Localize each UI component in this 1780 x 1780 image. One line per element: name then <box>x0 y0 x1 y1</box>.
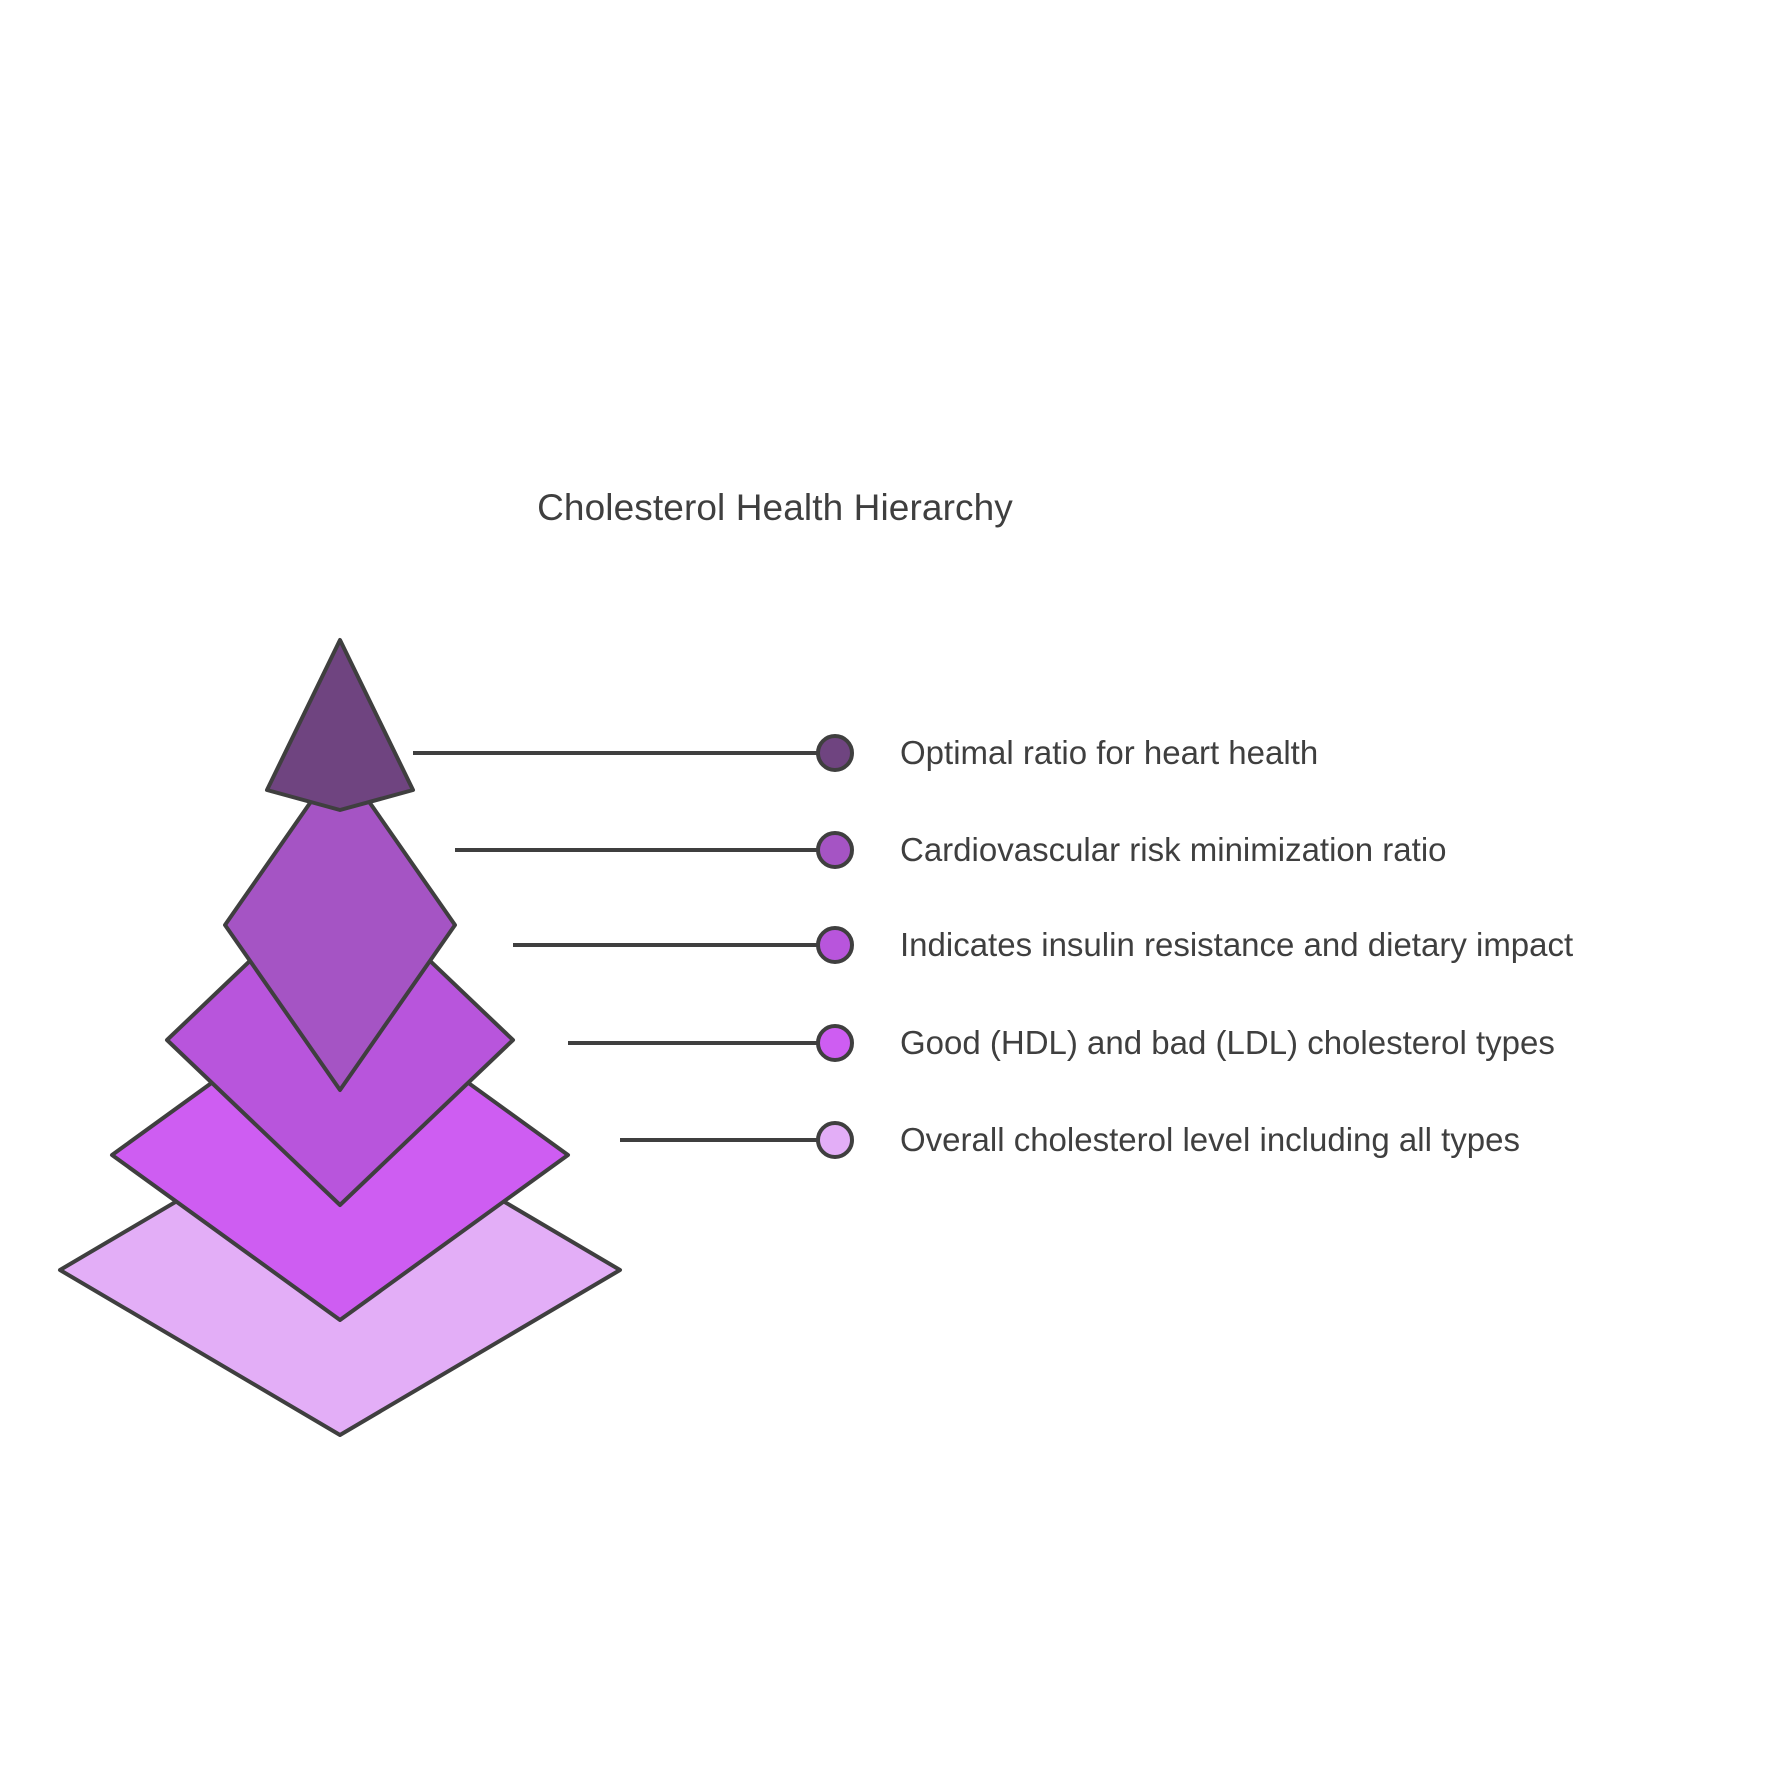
marker-dot-0[interactable] <box>816 734 854 772</box>
layer-label-fourth: Good (HDL) and bad (LDL) cholesterol typ… <box>900 1024 1555 1061</box>
pyramid-layer-second[interactable] <box>223 758 457 1092</box>
page-title: Cholesterol Health Hierarchy <box>537 487 1013 528</box>
layer-label-middle: Indicates insulin resistance and dietary… <box>900 926 1574 963</box>
marker-dot-3[interactable] <box>816 1024 854 1062</box>
marker-dot-4[interactable] <box>816 1121 854 1159</box>
marker-dot-1[interactable] <box>816 831 854 869</box>
layer-label-base: Overall cholesterol level including all … <box>900 1121 1520 1158</box>
layer-label-top: Optimal ratio for heart health <box>900 734 1319 771</box>
layer-label-second: Cardiovascular risk minimization ratio <box>900 831 1447 868</box>
pyramid-layer-top[interactable] <box>265 638 415 812</box>
marker-dot-2[interactable] <box>816 926 854 964</box>
